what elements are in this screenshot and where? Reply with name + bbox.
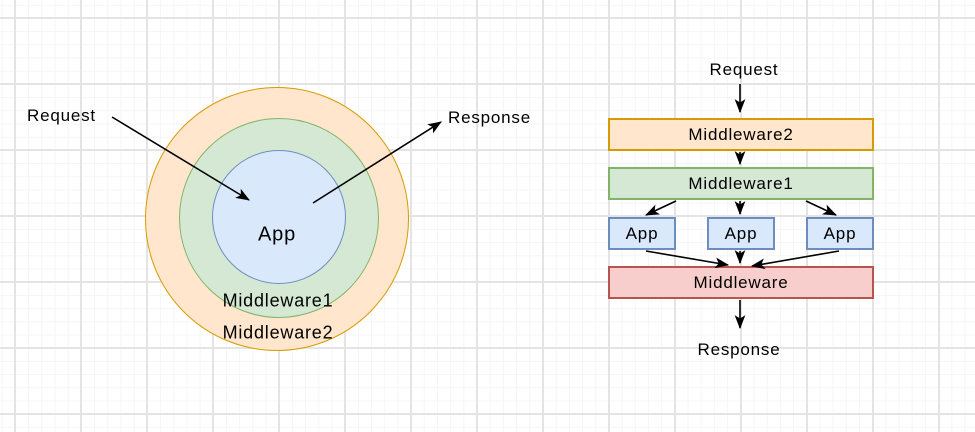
left-request-label[interactable]: Request [27, 106, 96, 125]
right-middleware-box-label: Middleware [693, 272, 789, 292]
right-middleware-box[interactable]: Middleware [608, 266, 874, 299]
right-app-box-2[interactable]: App [707, 217, 775, 250]
right-app-box-1[interactable]: App [608, 217, 676, 250]
right-app-box-3[interactable]: App [806, 217, 874, 250]
right-middleware1-to-app1-arrow[interactable] [645, 200, 677, 216]
right-middleware1-box-label: Middleware1 [688, 173, 794, 193]
left-middleware1-label: Middleware1 [222, 290, 334, 311]
left-app-label: App [258, 223, 296, 246]
right-app-box-1-label: App [625, 223, 659, 243]
right-app-box-2-label: App [724, 223, 758, 243]
right-app3-to-middleware-arrow[interactable] [750, 250, 840, 270]
left-ring-app-circle[interactable] [212, 150, 346, 284]
right-response-label[interactable]: Response [697, 340, 781, 359]
right-middleware2-box[interactable]: Middleware2 [608, 118, 874, 151]
left-response-label[interactable]: Response [448, 108, 531, 127]
right-middleware1-box[interactable]: Middleware1 [608, 167, 874, 200]
right-middleware1-to-app3-arrow[interactable] [805, 200, 837, 216]
right-app1-to-middleware-arrow[interactable] [645, 250, 730, 269]
right-app-box-3-label: App [823, 223, 857, 243]
right-middleware2-box-label: Middleware2 [688, 124, 794, 144]
left-middleware2-label: Middleware2 [222, 322, 334, 343]
right-request-label[interactable]: Request [709, 60, 779, 79]
